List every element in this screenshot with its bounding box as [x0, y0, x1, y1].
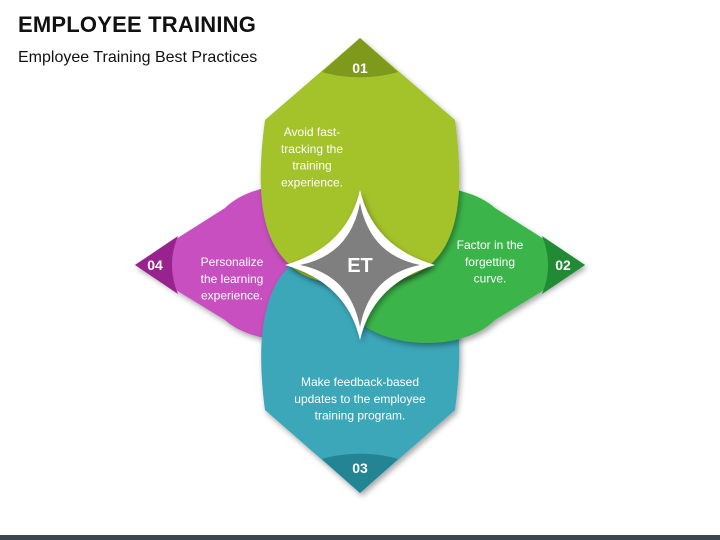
petal-04-text: Personalize the learning experience.	[201, 255, 264, 303]
petal-02-tip	[542, 236, 585, 294]
petal-03-text-line: updates to the employee	[294, 392, 426, 406]
petal-01: 01 Avoid fast-tracking the training experi…	[260, 38, 460, 286]
page-title: EMPLOYEE TRAINING	[18, 12, 257, 37]
petal-03-number: 03	[352, 460, 368, 476]
petal-04-text-line: Personalize	[201, 255, 264, 269]
petal-04-number: 04	[147, 257, 163, 273]
petal-01-text-line: tracking the	[281, 142, 343, 156]
petal-02-text-line: curve.	[474, 272, 507, 286]
petal-01-number: 01	[352, 60, 368, 76]
petal-01-text: Avoid fast-tracking the training experienc…	[281, 125, 343, 189]
petal-01-shape	[260, 38, 460, 286]
petal-01-tip	[322, 38, 398, 78]
center-emblem: ET	[285, 190, 435, 340]
petal-01-text-line: training	[292, 159, 331, 173]
petal-02-text: Factor in the forgetting curve.	[457, 238, 524, 286]
center-label: ET	[347, 255, 373, 277]
petal-04-text-line: experience.	[201, 289, 263, 303]
petal-01-text-line: Avoid fast-	[284, 125, 340, 139]
center-star	[300, 203, 420, 327]
page-subtitle: Employee Training Best Practices	[18, 49, 258, 66]
petal-04-text-line: the learning	[201, 272, 264, 286]
petal-02-text-line: forgetting	[465, 255, 515, 269]
petal-03-text-line: training program.	[315, 409, 406, 423]
petal-02-text-line: Factor in the	[457, 238, 524, 252]
petal-03-tip	[322, 453, 398, 493]
petal-02-number: 02	[555, 257, 571, 273]
petal-03-text-line: Make feedback-based	[301, 375, 419, 389]
petal-03-text: Make feedback-based updates to the employ…	[294, 375, 426, 423]
bottom-bar	[0, 535, 720, 540]
petal-04-tip	[135, 236, 178, 294]
petal-01-text-line: experience.	[281, 175, 343, 189]
